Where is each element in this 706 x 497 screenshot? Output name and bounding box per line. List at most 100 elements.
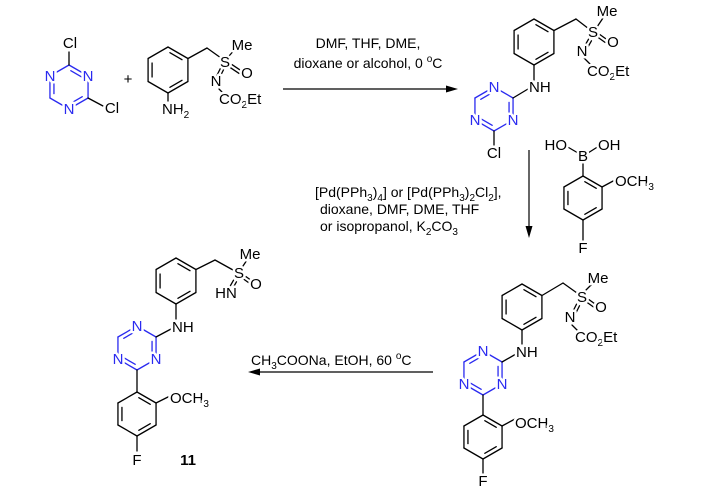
atom-b: B bbox=[578, 148, 588, 165]
text-segment: ) bbox=[373, 184, 378, 200]
atom-s: S bbox=[220, 54, 230, 71]
ring-bond bbox=[155, 291, 177, 305]
step2-conditions-line2: dioxane, DMF, DME, THF bbox=[320, 201, 479, 217]
subscript: 3 bbox=[367, 193, 373, 204]
atom-f: F bbox=[478, 473, 487, 490]
text-segment: ], bbox=[494, 184, 502, 200]
ring-bond bbox=[463, 383, 484, 396]
ring-bond bbox=[49, 97, 70, 110]
subscript: 3 bbox=[459, 193, 465, 204]
bond-line bbox=[501, 418, 516, 427]
text-segment: dioxane or alcohol, 0 bbox=[294, 55, 427, 71]
bond-line bbox=[565, 145, 579, 154]
superscript: o bbox=[396, 351, 402, 362]
bond-line bbox=[218, 88, 227, 97]
atom-o: O bbox=[607, 34, 619, 51]
ring-bond bbox=[117, 391, 138, 404]
ring-bond bbox=[175, 291, 197, 305]
atom-me: Me bbox=[588, 270, 609, 287]
ester-group: CO2Et bbox=[575, 329, 618, 349]
ring-bond bbox=[513, 18, 535, 32]
step1-conditions-line1: DMF, THF, DME, bbox=[316, 35, 421, 51]
ring-inner-bond bbox=[523, 289, 537, 298]
ring-inner-bond bbox=[177, 290, 191, 299]
ring-inner-bond bbox=[70, 70, 83, 78]
subscript: 4 bbox=[377, 193, 383, 204]
bond-line bbox=[585, 282, 594, 291]
bond-line bbox=[553, 18, 577, 32]
bond-line bbox=[187, 47, 208, 60]
subscript: 3 bbox=[203, 399, 209, 410]
ring-bond bbox=[463, 350, 484, 363]
bond-line bbox=[155, 328, 172, 338]
ring-bond bbox=[463, 414, 484, 427]
step2-conditions-line1: [Pd(PPh3)4] or [Pd(PPh3)2Cl2], bbox=[315, 184, 502, 204]
text-segment: C bbox=[401, 352, 411, 368]
atom-n-left: N bbox=[113, 351, 124, 368]
ring-bond bbox=[482, 447, 503, 460]
atom-me: Me bbox=[240, 246, 261, 263]
text-segment: OCH bbox=[615, 173, 648, 190]
ring-bond bbox=[493, 119, 514, 132]
ring-bond bbox=[68, 64, 89, 77]
text-segment: CO bbox=[575, 329, 598, 346]
text-segment: Et bbox=[247, 91, 262, 108]
atom-n-left: N bbox=[45, 68, 56, 85]
ring-bond bbox=[474, 119, 495, 132]
text-segment: CO bbox=[219, 91, 242, 108]
text-segment: C bbox=[432, 55, 442, 71]
ring-bond bbox=[136, 424, 157, 437]
text-segment: dioxane, DMF, DME, THF bbox=[320, 201, 479, 217]
atom-cl-bottom: Cl bbox=[105, 100, 119, 117]
ring-inner-bond bbox=[70, 96, 83, 104]
double-bond-line bbox=[231, 63, 242, 72]
double-bond-line bbox=[586, 40, 593, 49]
text-segment: NH bbox=[162, 101, 184, 118]
ring-bond bbox=[155, 257, 177, 271]
bond-layer bbox=[49, 17, 616, 474]
atom-n-right: N bbox=[83, 68, 94, 85]
ring-inner-bond bbox=[523, 316, 537, 325]
atom-n-top: N bbox=[478, 343, 489, 360]
ring-bond bbox=[147, 46, 169, 60]
atom-n-top: N bbox=[489, 79, 500, 96]
subscript: 2 bbox=[469, 193, 475, 204]
text-segment: [Pd(PPh bbox=[315, 184, 367, 200]
atom-n-left: N bbox=[470, 112, 481, 129]
text-segment: COONa, EtOH, 60 bbox=[277, 352, 396, 368]
arrow-head-icon bbox=[446, 85, 458, 93]
ester-group: CO2Et bbox=[219, 91, 262, 111]
bond-line bbox=[583, 57, 592, 66]
text-segment: Et bbox=[603, 329, 618, 346]
bond-line bbox=[228, 46, 238, 57]
text-segment: CO bbox=[587, 63, 610, 80]
double-bond-line bbox=[586, 301, 595, 309]
ring-bond bbox=[147, 80, 169, 94]
atom-n-right: N bbox=[151, 351, 162, 368]
double-bond-line bbox=[574, 305, 581, 315]
double-bond-line bbox=[218, 69, 225, 79]
text-segment: CO bbox=[431, 218, 452, 234]
atom-n: N bbox=[577, 43, 588, 60]
ring-bond bbox=[175, 257, 197, 271]
ring-bond bbox=[167, 46, 189, 60]
compound-number: 11 bbox=[180, 452, 196, 469]
atom-ho: HO bbox=[545, 137, 568, 154]
atom-s: S bbox=[577, 289, 587, 306]
atom-f: F bbox=[578, 240, 587, 257]
subscript: 3 bbox=[271, 361, 277, 372]
methoxy-group: OCH3 bbox=[515, 415, 554, 435]
text-segment: ] or [Pd(PPh bbox=[383, 184, 459, 200]
arrow-head-icon bbox=[248, 368, 260, 376]
methoxy-group: OCH3 bbox=[615, 173, 654, 193]
subscript: 3 bbox=[452, 227, 458, 238]
ring-bond bbox=[563, 208, 584, 221]
ring-bond bbox=[463, 447, 484, 460]
step2-conditions-line3: or isopropanol, K2CO3 bbox=[320, 218, 458, 238]
ring-inner-bond bbox=[138, 397, 151, 405]
ring-bond bbox=[513, 52, 535, 66]
ring-bond bbox=[49, 64, 70, 77]
ring-inner-bond bbox=[584, 181, 597, 189]
atom-o: O bbox=[595, 299, 607, 316]
reactant-dichlorotriazine: Cl N N N Cl bbox=[42, 33, 122, 121]
